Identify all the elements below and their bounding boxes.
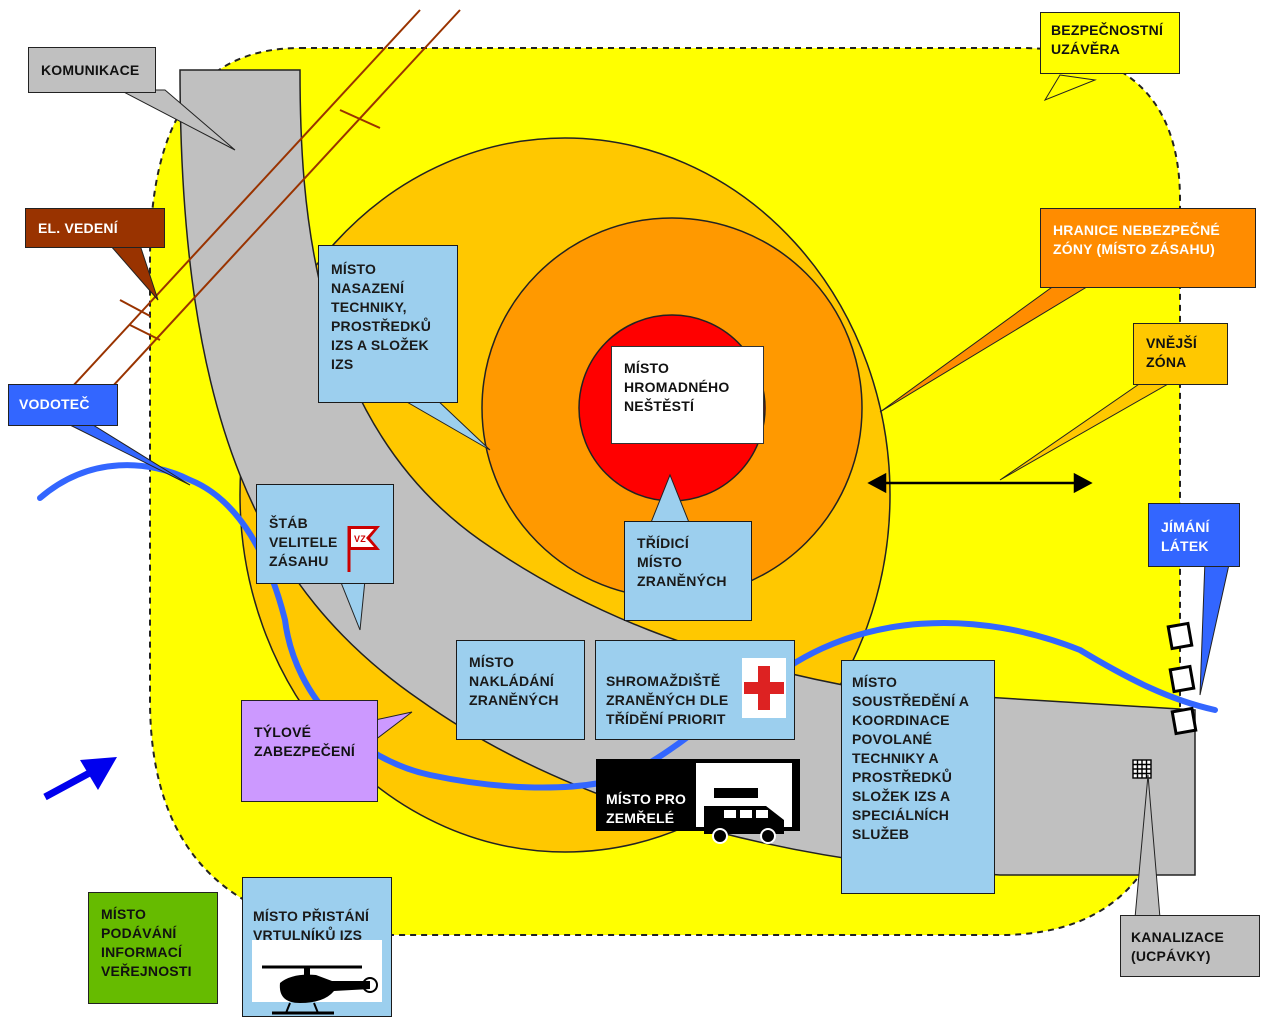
misto-nasazeni-label: MÍSTO NASAZENÍ TECHNIKY, PROSTŘEDKŮ IZS … [318,245,458,403]
komunikace-label: KOMUNIKACE [28,47,156,93]
ambulance-icon [696,763,792,844]
sewer-grate-icon [1132,759,1152,779]
red-cross-icon [742,658,786,718]
wind-arrow-icon [43,757,117,801]
nakladani-label: MÍSTO NAKLÁDÁNÍ ZRANĚNÝCH [456,640,585,740]
zone-width-arrow [867,472,1093,494]
tylove-zabezpeceni-label: TÝLOVÉ ZABEZPEČENÍ [241,700,378,802]
flag-text: VZ [354,534,366,544]
power-line [59,9,461,401]
zemrele-text: MÍSTO PRO ZEMŘELÉ [606,791,687,826]
tridici-misto-label: TŘÍDICÍ MÍSTO ZRANĚNÝCH [624,521,752,621]
vnejsi-zona-label: VNĚJŠÍ ZÓNA [1133,323,1228,385]
shromazdiste-label: SHROMAŽDIŠTĚ ZRANĚNÝCH DLE TŘÍDĚNÍ PRIOR… [595,640,795,740]
bezpecnostni-uzavera-label: BEZPEČNOSTNÍ UZÁVĚRA [1040,12,1180,74]
informace-verejnosti-label: MÍSTO PODÁVÁNÍ INFORMACÍ VEŘEJNOSTI [88,892,218,1004]
stab-velitele-label: ŠTÁB VELITELE ZÁSAHU VZ [256,484,394,584]
bezpecnostni-pointer [1043,74,1097,102]
jimani-latek-label: JÍMÁNÍ LÁTEK [1148,503,1240,567]
helicopter-icon [252,940,382,1015]
shromazdiste-text: SHROMAŽDIŠTĚ ZRANĚNÝCH DLE TŘÍDĚNÍ PRIOR… [606,673,729,727]
jimani-pointer [1199,559,1231,696]
soustredeni-label: MÍSTO SOUSTŘEDĚNÍ A KOORDINACE POVOLANÉ … [841,660,995,894]
hranice-label: HRANICE NEBEZPEČNÉ ZÓNY (MÍSTO ZÁSAHU) [1040,208,1256,288]
flag-icon: VZ [344,505,382,572]
el-vedeni-label: EL. VEDENÍ [25,208,165,248]
pristani-text: MÍSTO PŘISTÁNÍ VRTULNÍKŮ IZS [253,908,370,943]
kanalizace-label: KANALIZACE (UCPÁVKY) [1120,915,1260,977]
misto-hromadneho-nesteste-label: MÍSTO HROMADNÉHO NEŠTĚSTÍ [611,346,764,444]
boom-barrier-icon [1166,621,1198,736]
river [37,462,1218,791]
misto-pro-zemrele-label: MÍSTO PRO ZEMŘELÉ [596,759,800,844]
pristani-vrtulniku-label: MÍSTO PŘISTÁNÍ VRTULNÍKŮ IZS [242,877,392,1017]
stab-text: ŠTÁB VELITELE ZÁSAHU [269,515,338,569]
vodotec-label: VODOTEČ [8,384,118,426]
